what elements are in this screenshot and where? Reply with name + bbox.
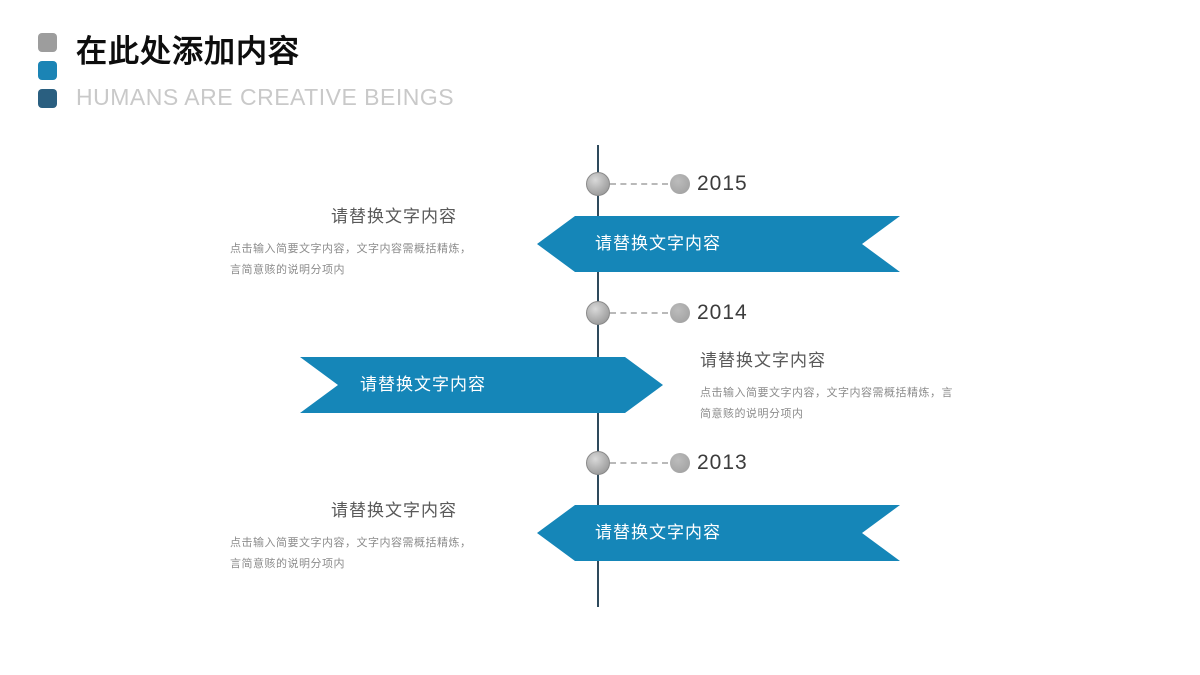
text-body-2015: 点击输入简要文字内容，文字内容需概括精炼， 言简意赅的说明分项内 <box>230 239 472 281</box>
text-body-2013: 点击输入简要文字内容，文字内容需概括精炼， 言简意赅的说明分项内 <box>230 533 472 575</box>
timeline-subnode-2013 <box>670 453 690 473</box>
text-line: 点击输入简要文字内容，文字内容需概括精炼，言 <box>700 387 953 399</box>
accent-square-gray <box>38 33 57 52</box>
timeline-dash-2015 <box>610 183 668 185</box>
text-heading-2013: 请替换文字内容 <box>331 501 457 520</box>
banner-2014: 请替换文字内容 <box>300 357 663 413</box>
text-heading-2015: 请替换文字内容 <box>331 207 457 226</box>
accent-square-darkblue <box>38 89 57 108</box>
text-heading-2014: 请替换文字内容 <box>700 351 826 370</box>
text-line: 言简意赅的说明分项内 <box>230 558 345 570</box>
text-line: 点击输入简要文字内容，文字内容需概括精炼， <box>230 243 472 255</box>
text-block-2015: 请替换文字内容 点击输入简要文字内容，文字内容需概括精炼， 言简意赅的说明分项内 <box>230 202 472 281</box>
timeline-node-2014 <box>586 301 610 325</box>
text-line: 简意赅的说明分项内 <box>700 408 804 420</box>
banner-2013: 请替换文字内容 <box>537 505 900 561</box>
timeline-dash-2014 <box>610 312 668 314</box>
text-line: 言简意赅的说明分项内 <box>230 264 345 276</box>
accent-squares <box>38 33 57 117</box>
page-title: 在此处添加内容 <box>76 34 300 69</box>
timeline-subnode-2014 <box>670 303 690 323</box>
text-block-2014: 请替换文字内容 点击输入简要文字内容，文字内容需概括精炼，言 简意赅的说明分项内 <box>700 346 953 425</box>
banner-label-2013: 请替换文字内容 <box>595 523 721 542</box>
page-subtitle: HUMANS ARE CREATIVE BEINGS <box>76 84 455 110</box>
text-body-2014: 点击输入简要文字内容，文字内容需概括精炼，言 简意赅的说明分项内 <box>700 383 953 425</box>
accent-square-blue <box>38 61 57 80</box>
banner-label-2014: 请替换文字内容 <box>360 375 486 394</box>
timeline-subnode-2015 <box>670 174 690 194</box>
year-label-2014: 2014 <box>697 301 748 324</box>
text-line: 点击输入简要文字内容，文字内容需概括精炼， <box>230 537 472 549</box>
banner-label-2015: 请替换文字内容 <box>595 234 721 253</box>
year-label-2013: 2013 <box>697 451 748 474</box>
timeline-dash-2013 <box>610 462 668 464</box>
banner-2015: 请替换文字内容 <box>537 216 900 272</box>
text-block-2013: 请替换文字内容 点击输入简要文字内容，文字内容需概括精炼， 言简意赅的说明分项内 <box>230 496 472 575</box>
timeline-node-2013 <box>586 451 610 475</box>
year-label-2015: 2015 <box>697 172 748 195</box>
timeline-node-2015 <box>586 172 610 196</box>
